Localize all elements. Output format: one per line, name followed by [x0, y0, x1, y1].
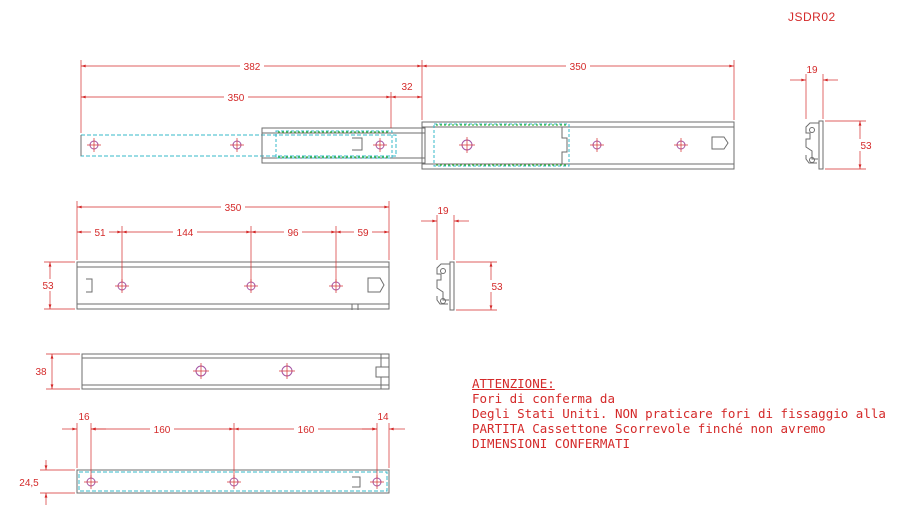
dim-overall-length: 382	[244, 62, 261, 73]
dim-inner-rail-height: 24,5	[19, 478, 39, 489]
middle-rail-centerlines	[193, 363, 295, 379]
middle-rail-view	[81, 353, 390, 390]
assembly-section-dims	[790, 74, 866, 170]
dim-extension-length: 350	[570, 62, 587, 73]
middle-rail-holes	[195, 365, 293, 377]
drawing-code: JSDR02	[788, 10, 836, 24]
assembly-section	[805, 120, 824, 170]
outer-rail-section-dims	[421, 215, 497, 311]
note-line-3: PARTITA Cassettone Scorrevole finché non…	[472, 421, 826, 436]
attention-note: ATTENZIONE: Fori di conferma da Degli St…	[472, 376, 886, 451]
note-line-2: Degli Stati Uniti. NON praticare fori di…	[472, 406, 886, 421]
dim-inner-hole-offset-start: 16	[78, 412, 90, 423]
dim-outer-section-height: 53	[491, 282, 503, 293]
dim-assembly-section-height: 53	[860, 141, 872, 152]
dim-hole-spacing-4: 59	[357, 228, 369, 239]
dim-inner-length: 350	[228, 93, 245, 104]
outer-rail-section	[436, 261, 455, 311]
dim-hole-spacing-2: 144	[177, 228, 194, 239]
dim-assembly-section-width: 19	[806, 65, 818, 76]
dim-outer-section-width: 19	[437, 206, 449, 217]
dim-offset: 32	[401, 82, 413, 93]
dim-outer-rail-length: 350	[225, 203, 242, 214]
assembly-centerlines	[87, 137, 688, 153]
dim-inner-hole-offset-end: 14	[377, 412, 389, 423]
note-line-4: DIMENSIONI CONFERMATI	[472, 436, 631, 451]
outer-rail-view	[76, 261, 390, 310]
dim-middle-rail-height: 38	[35, 367, 47, 378]
assembly-balls	[278, 124, 567, 166]
note-heading: ATTENZIONE:	[472, 376, 555, 391]
dim-hole-spacing-3: 96	[287, 228, 299, 239]
note-line-1: Fori di conferma da	[472, 391, 615, 406]
assembly-view	[80, 121, 735, 170]
dim-inner-hole-spacing-2: 160	[298, 425, 315, 436]
dim-hole-spacing-1: 51	[94, 228, 106, 239]
dim-outer-rail-height: 53	[42, 281, 54, 292]
outer-rail-centerlines	[115, 279, 343, 293]
outer-rail-dimensions	[44, 201, 390, 310]
dim-inner-hole-spacing-1: 160	[154, 425, 171, 436]
middle-rail-dimensions	[46, 353, 80, 390]
inner-rail-view	[76, 469, 390, 494]
outer-rail-holes	[117, 281, 341, 291]
